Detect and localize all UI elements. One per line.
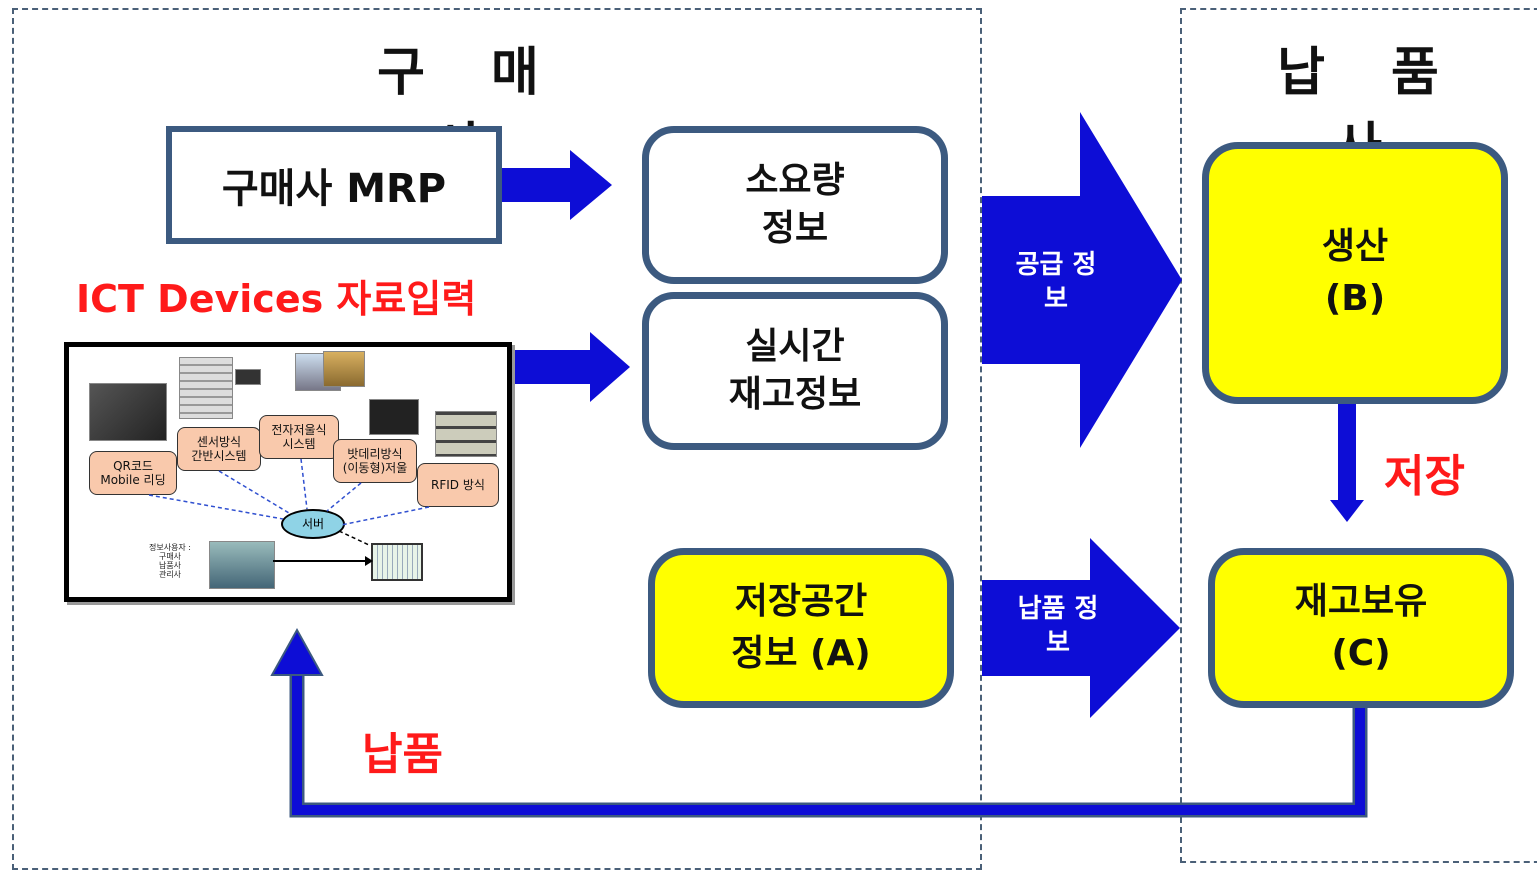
- production-line2: (B): [1324, 278, 1386, 319]
- supplier-region: [1180, 8, 1537, 863]
- devices-to-realtime-arrow: [512, 332, 630, 402]
- delivery-label: 납품: [362, 729, 443, 780]
- qr-phone-photo: [89, 383, 167, 441]
- supply-info-label: 공급 정 보: [992, 248, 1120, 316]
- supply-info-line1: 공급 정: [1015, 250, 1097, 280]
- rack-photo: [179, 357, 233, 419]
- mrp-box: 구매사 MRP: [166, 126, 502, 244]
- requirement-line1: 소요량: [745, 160, 845, 201]
- cart-photo: [435, 411, 497, 457]
- requirement-line2: 정보: [761, 208, 829, 249]
- e-scale-card: 전자저울식 시스템: [259, 415, 339, 459]
- mrp-to-requirement-arrow: [500, 150, 612, 220]
- ict-input-label: ICT Devices 자료입력: [76, 277, 477, 321]
- store-arrow-shaft: [1338, 402, 1356, 502]
- store-label: 저장: [1384, 451, 1465, 502]
- scale-photo: [235, 369, 261, 385]
- ict-devices-panel: QR코드 Mobile 리딩 센서방식 간반시스템 전자저울식 시스템 밧데리방…: [64, 342, 512, 602]
- delivery-info-arrow: [982, 538, 1180, 718]
- server-node: 서버: [281, 509, 345, 539]
- production-line1: 생산: [1321, 226, 1389, 267]
- rfid-card: RFID 방식: [417, 463, 499, 507]
- delivery-info-label: 납품 정 보: [996, 592, 1120, 660]
- production-box: 생산 (B): [1202, 142, 1508, 404]
- device-connectors: [148, 458, 430, 566]
- supply-info-line2: 보: [1044, 284, 1068, 314]
- delivery-return-arrowhead: [270, 627, 324, 676]
- mrp-label: 구매사 MRP: [221, 166, 447, 212]
- warehouse-photo: [323, 351, 365, 387]
- inventory-line2: (C): [1331, 633, 1391, 674]
- tablet-photo: [369, 399, 419, 435]
- storage-line2: 정보 (A): [731, 633, 871, 674]
- realtime-line1: 실시간: [745, 326, 845, 367]
- inventory-line1: 재고보유: [1294, 581, 1428, 622]
- realtime-line2: 재고정보: [728, 374, 862, 415]
- realtime-inventory-box: 실시간 재고정보: [642, 292, 948, 450]
- battery-card: 밧데리방식 (이동형)저울: [333, 439, 417, 483]
- storage-line1: 저장공간: [734, 581, 868, 622]
- buyer-region: [12, 8, 982, 870]
- info-users-text: 정보사용자 : 구매사 납품사 관리사: [148, 543, 192, 579]
- inventory-box: 재고보유 (C): [1208, 548, 1514, 708]
- delivery-info-line2: 보: [1046, 628, 1070, 658]
- storage-info-box: 저장공간 정보 (A): [648, 548, 954, 708]
- requirement-info-box: 소요량 정보: [642, 126, 948, 284]
- sensor-card: 센서방식 간반시스템: [177, 427, 261, 471]
- qr-card: QR코드 Mobile 리딩: [89, 451, 177, 495]
- operator-photo: [209, 541, 275, 589]
- monitor-photo: [371, 543, 423, 581]
- delivery-info-line1: 납품 정: [1017, 594, 1099, 624]
- supply-info-arrow: [982, 112, 1182, 448]
- store-arrow-head: [1330, 500, 1364, 522]
